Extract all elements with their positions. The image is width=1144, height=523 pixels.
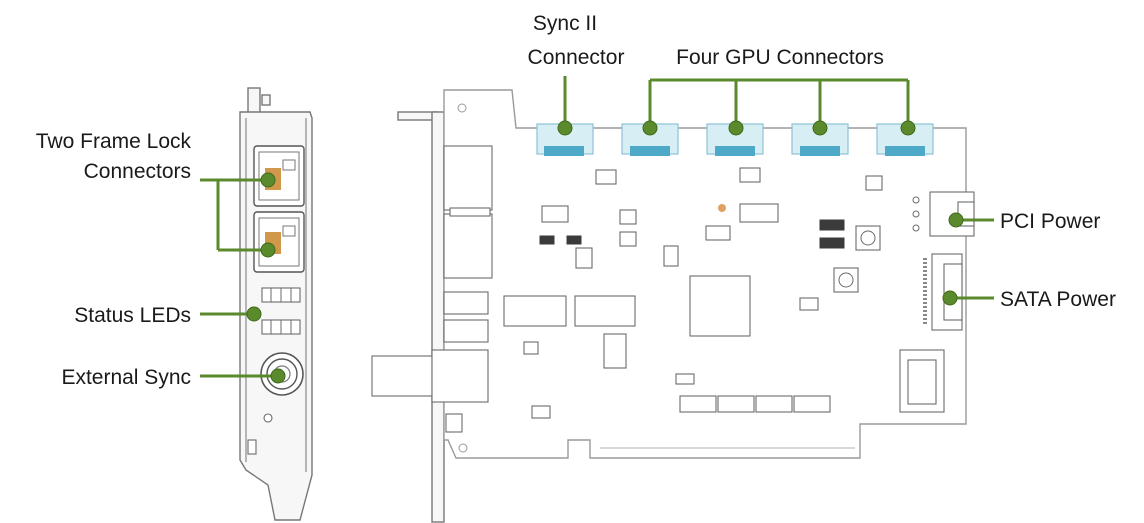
sync-ii-label-line2: Connector bbox=[528, 46, 625, 69]
frame-lock-label-line2: Connectors bbox=[84, 160, 191, 183]
frame-lock-label-line1: Two Frame Lock bbox=[36, 130, 192, 153]
sync-ii-label-line1: Sync II bbox=[533, 12, 597, 35]
frame-lock-port-top bbox=[253, 145, 305, 207]
frame-lock-port-bottom bbox=[253, 211, 305, 273]
pci-power-label: PCI Power bbox=[1000, 210, 1100, 233]
bracket-screw-holes bbox=[247, 413, 273, 455]
frame-lock-callout-line bbox=[200, 178, 268, 252]
external-sync-label: External Sync bbox=[61, 366, 191, 389]
green-dot-icon bbox=[246, 120, 964, 384]
status-leds-label: Status LEDs bbox=[74, 304, 191, 327]
four-gpu-callout-line bbox=[648, 78, 910, 128]
status-leds bbox=[261, 287, 301, 335]
sata-power-label: SATA Power bbox=[1000, 288, 1116, 311]
four-gpu-label: Four GPU Connectors bbox=[676, 46, 884, 69]
card-board-top-view bbox=[371, 89, 975, 523]
